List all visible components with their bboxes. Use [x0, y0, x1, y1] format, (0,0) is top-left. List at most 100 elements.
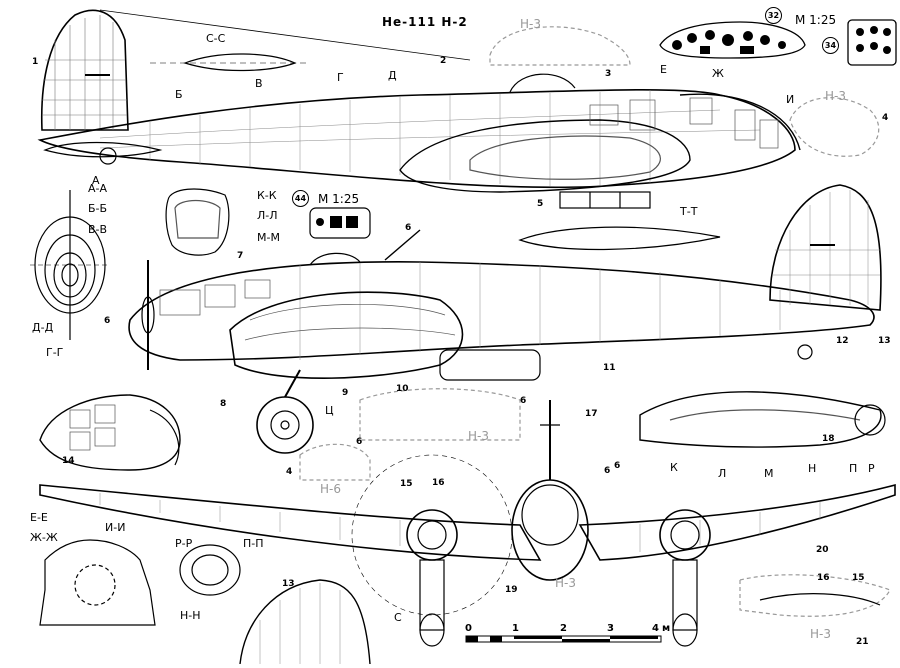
scale-mid: М 1:25	[318, 192, 360, 206]
section-tt-profile	[518, 226, 721, 251]
section-label: Р-Р	[175, 537, 193, 550]
section-cc-profile	[183, 53, 297, 72]
callout: 6	[520, 396, 527, 406]
section-label: К-К	[257, 189, 277, 202]
callout: 13	[878, 336, 891, 346]
instrument-panel-32	[659, 21, 806, 59]
section-label: И-И	[105, 521, 126, 534]
panel-44	[309, 207, 371, 239]
section-label: Ц	[325, 404, 334, 417]
variant-label: Н-3	[468, 429, 489, 443]
wing-plan-bottom	[239, 579, 371, 665]
callout: 4	[882, 113, 889, 123]
section-cc-label: С-С	[206, 32, 226, 45]
section-label: Д-Д	[32, 321, 54, 334]
nacelle-profile	[639, 391, 882, 448]
station-label: Н	[808, 462, 817, 475]
scale-top: М 1:25	[795, 13, 837, 27]
variant-label: Н-3	[555, 576, 576, 590]
station-label: К	[670, 461, 678, 474]
callout: 20	[816, 545, 829, 555]
callout: 16	[817, 573, 830, 583]
station-label: М	[764, 467, 774, 480]
callout: 19	[505, 585, 518, 595]
station-label: Б	[175, 88, 183, 101]
front-view	[39, 400, 896, 647]
section-label: Е-Е	[30, 511, 48, 524]
callout: 9	[342, 388, 349, 398]
callout: 4	[286, 467, 293, 477]
h3-nose-ghost	[789, 97, 880, 157]
panel-ref-44: 44	[292, 190, 309, 207]
callout: 6	[356, 437, 363, 447]
station-label: Г	[337, 71, 344, 84]
scale-tick: 4	[652, 623, 659, 634]
scale-tick: 1	[512, 623, 519, 634]
instrument-panel-34	[847, 19, 897, 66]
section-label: Б-Б	[88, 202, 108, 215]
station-label: Ж	[712, 67, 724, 80]
fuselage-sections-aa	[30, 190, 110, 340]
section-rr	[179, 544, 241, 596]
station-label: Д	[388, 69, 397, 82]
callout: 15	[852, 573, 865, 583]
variant-label: Н-3	[520, 17, 541, 31]
h3-canopy-ghost	[489, 26, 631, 66]
callout: 12	[836, 336, 849, 346]
section-label: В-В	[88, 223, 108, 236]
side-view-middle	[128, 184, 882, 454]
section-label: Н-Н	[180, 609, 201, 622]
panel-ref-32: 32	[765, 7, 782, 24]
callout: 5	[537, 199, 544, 209]
callout: 8	[220, 399, 227, 409]
section-label: С	[394, 611, 402, 624]
station-label: В	[255, 77, 263, 90]
section-ee	[39, 539, 156, 626]
station-label: П	[849, 462, 858, 475]
callout: 6	[104, 316, 111, 326]
callout: 11	[603, 363, 616, 373]
callout: 6	[614, 461, 621, 471]
callout: 2	[440, 56, 447, 66]
station-label: А	[92, 174, 100, 187]
callout: 21	[856, 637, 869, 647]
callout: 6	[405, 223, 412, 233]
scale-tick: 0	[465, 623, 472, 634]
scale-bar	[465, 635, 662, 643]
side-view-top	[37, 9, 801, 209]
scale-unit: м	[662, 623, 671, 634]
station-label: Е	[660, 63, 667, 76]
callout: 14	[62, 456, 75, 466]
callout: 10	[396, 384, 409, 394]
section-tt-label: Т-Т	[680, 205, 698, 218]
h3-ventral-ghost	[359, 388, 521, 441]
callout: 3	[605, 69, 612, 79]
callout: 1	[32, 57, 39, 67]
panel-ref-34: 34	[822, 37, 839, 54]
section-label: Ж-Ж	[30, 531, 58, 544]
callout: 15	[400, 479, 413, 489]
station-label: И	[786, 93, 795, 106]
callout: 18	[822, 434, 835, 444]
station-label: Р	[868, 462, 875, 475]
section-label: А-А	[88, 182, 108, 195]
station-label: Л	[718, 467, 727, 480]
callout: 16	[432, 478, 445, 488]
section-kk	[165, 188, 230, 256]
section-label: М-М	[257, 231, 280, 244]
section-label: Л-Л	[257, 209, 278, 222]
drawing-title: He-111 H-2	[382, 15, 468, 29]
variant-label: Н-3	[825, 89, 846, 103]
callout: 13	[282, 579, 295, 589]
variant-label: Н-6	[320, 482, 341, 496]
callout: 17	[585, 409, 598, 419]
scale-tick: 2	[560, 623, 567, 634]
scale-tick: 3	[607, 623, 614, 634]
nose-detail	[39, 394, 181, 471]
section-label: П-П	[243, 537, 264, 550]
callout: 6	[604, 466, 611, 476]
variant-label: Н-3	[810, 627, 831, 641]
callout: 7	[237, 251, 244, 261]
